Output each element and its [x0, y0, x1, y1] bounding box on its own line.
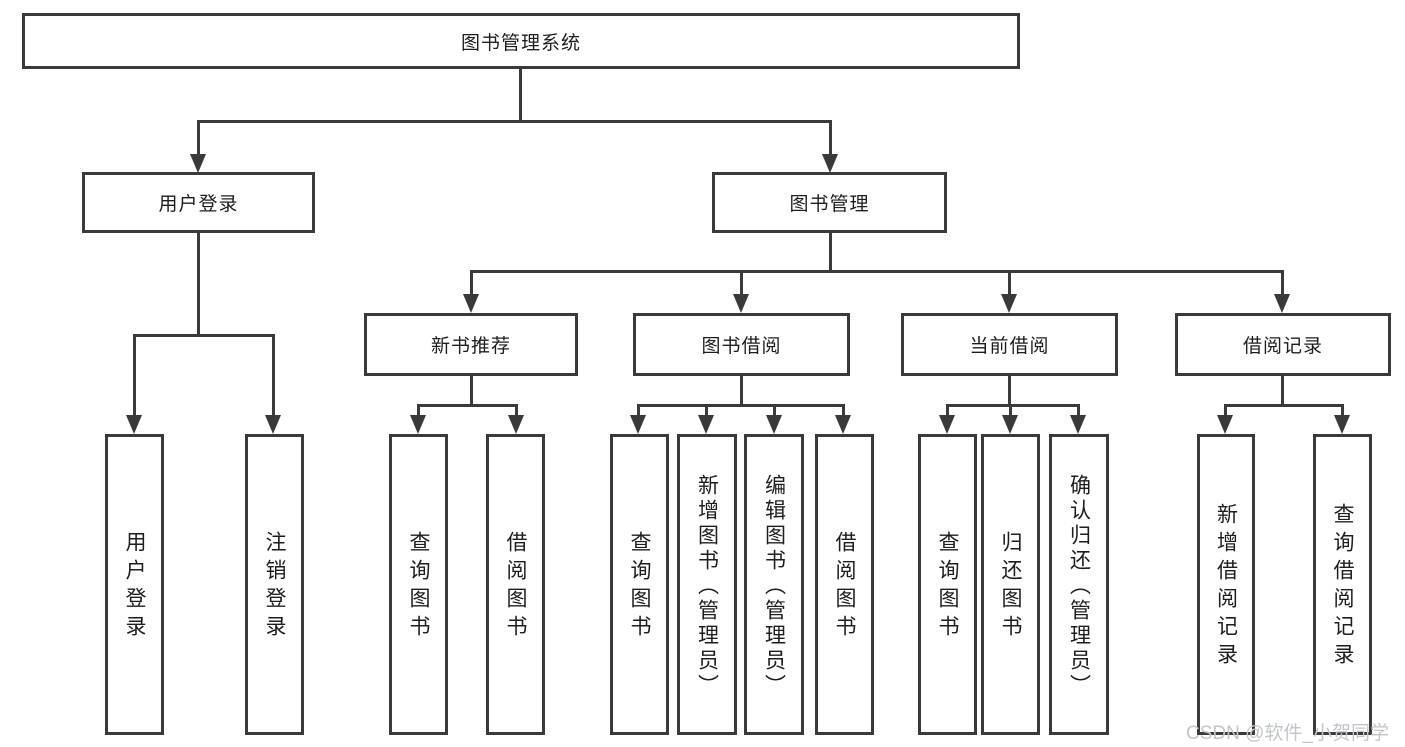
- arrowhead-down-icon: [1001, 294, 1017, 313]
- arrowhead-down-icon: [1274, 294, 1290, 313]
- connector-line: [946, 404, 1080, 407]
- leaf-cb-query-book: 查询图书: [918, 434, 977, 735]
- arrowhead-down-icon: [508, 415, 524, 434]
- leaf-user-login: 用户登录: [105, 434, 164, 735]
- leaf-nb-query-book: 查询图书: [389, 434, 448, 735]
- connector-line: [1224, 404, 1227, 417]
- node-user-login-group-label: 用户登录: [158, 194, 239, 215]
- node-book-borrow: 图书借阅: [633, 313, 850, 376]
- node-new-book-recommend-label: 新书推荐: [430, 336, 511, 357]
- leaf-bb-edit-book-admin: 编辑图书（管理员）: [744, 434, 804, 735]
- connector-line: [740, 270, 743, 296]
- connector-line: [1281, 270, 1284, 296]
- connector-line: [470, 270, 473, 296]
- leaf-cb-confirm-return-admin-label: 确认归还（管理员）: [1067, 474, 1091, 699]
- leaf-cb-return-book: 归还图书: [981, 434, 1040, 735]
- leaf-bb-borrow-book: 借阅图书: [815, 434, 874, 735]
- connector-line: [1008, 270, 1011, 296]
- arrowhead-down-icon: [410, 415, 426, 434]
- connector-line: [133, 334, 136, 416]
- leaf-bb-add-book-admin: 新增图书（管理员）: [677, 434, 737, 735]
- connector-line: [470, 270, 1284, 273]
- arrowhead-down-icon: [1002, 415, 1018, 434]
- connector-line: [829, 233, 832, 273]
- csdn-watermark: CSDN @软件_小贺同学: [1186, 723, 1389, 744]
- leaf-bb-query-book: 查询图书: [610, 434, 669, 735]
- arrowhead-down-icon: [698, 415, 714, 434]
- node-root: 图书管理系统: [22, 13, 1020, 69]
- connector-line: [515, 404, 518, 417]
- connector-line: [1224, 404, 1344, 407]
- node-new-book-recommend: 新书推荐: [364, 313, 578, 376]
- arrowhead-down-icon: [265, 415, 281, 434]
- connector-line: [1281, 376, 1284, 407]
- leaf-logout-label: 注销登录: [263, 530, 286, 643]
- leaf-nb-query-book-label: 查询图书: [407, 530, 430, 643]
- connector-line: [197, 120, 200, 156]
- node-borrow-record-label: 借阅记录: [1242, 336, 1323, 357]
- leaf-cb-confirm-return-admin: 确认归还（管理员）: [1049, 434, 1109, 735]
- connector-line: [417, 404, 420, 417]
- connector-line: [1341, 404, 1344, 417]
- arrowhead-down-icon: [126, 415, 142, 434]
- connector-line: [1008, 376, 1011, 407]
- arrowhead-down-icon: [190, 154, 206, 173]
- connector-line: [829, 120, 832, 156]
- leaf-cb-query-book-label: 查询图书: [936, 530, 959, 643]
- arrowhead-down-icon: [733, 294, 749, 313]
- connector-line: [842, 404, 845, 417]
- connector-line: [133, 334, 275, 337]
- arrowhead-down-icon: [835, 415, 851, 434]
- leaf-br-add-record-label: 新增借阅记录: [1214, 502, 1238, 671]
- connector-line: [637, 404, 640, 417]
- connector-line: [417, 404, 518, 407]
- node-book-management-label: 图书管理: [789, 194, 870, 215]
- arrowhead-down-icon: [1334, 415, 1350, 434]
- connector-line: [470, 376, 473, 407]
- arrowhead-down-icon: [939, 415, 955, 434]
- leaf-br-query-record-label: 查询借阅记录: [1331, 502, 1354, 671]
- leaf-bb-borrow-book-label: 借阅图书: [833, 530, 856, 643]
- connector-line: [705, 404, 708, 417]
- connector-line: [272, 334, 275, 416]
- leaf-cb-return-book-label: 归还图书: [999, 530, 1022, 643]
- arrowhead-down-icon: [822, 154, 838, 173]
- arrowhead-down-icon: [630, 415, 646, 434]
- arrowhead-down-icon: [1070, 415, 1086, 434]
- node-borrow-record: 借阅记录: [1175, 313, 1391, 376]
- node-book-management: 图书管理: [712, 172, 947, 233]
- leaf-logout: 注销登录: [245, 434, 304, 735]
- leaf-bb-edit-book-admin-label: 编辑图书（管理员）: [762, 474, 786, 699]
- connector-line: [1077, 404, 1080, 417]
- arrowhead-down-icon: [766, 415, 782, 434]
- leaf-bb-query-book-label: 查询图书: [628, 530, 651, 643]
- connector-line: [197, 120, 832, 123]
- node-book-borrow-label: 图书借阅: [701, 336, 782, 357]
- node-current-borrow-label: 当前借阅: [969, 336, 1050, 357]
- leaf-nb-borrow-book: 借阅图书: [486, 434, 545, 735]
- node-user-login-group: 用户登录: [82, 172, 315, 233]
- leaf-user-login-label: 用户登录: [123, 530, 146, 643]
- connector-line: [519, 68, 522, 122]
- connector-line: [740, 376, 743, 407]
- arrowhead-down-icon: [463, 294, 479, 313]
- connector-line: [946, 404, 949, 417]
- node-current-borrow: 当前借阅: [901, 313, 1118, 376]
- leaf-br-add-record: 新增借阅记录: [1197, 434, 1255, 735]
- connector-line: [1009, 404, 1012, 417]
- leaf-br-query-record: 查询借阅记录: [1313, 434, 1372, 735]
- leaf-nb-borrow-book-label: 借阅图书: [504, 530, 527, 643]
- arrowhead-down-icon: [1217, 415, 1233, 434]
- connector-line: [197, 233, 200, 337]
- connector-line: [637, 404, 845, 407]
- leaf-bb-add-book-admin-label: 新增图书（管理员）: [695, 474, 719, 699]
- connector-line: [773, 404, 776, 417]
- node-root-label: 图书管理系统: [460, 32, 581, 54]
